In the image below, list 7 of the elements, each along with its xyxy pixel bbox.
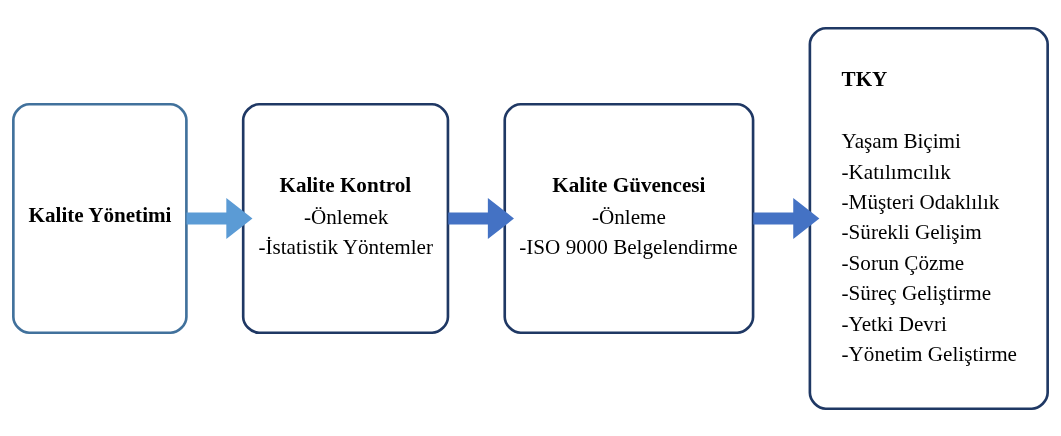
arrow xyxy=(448,197,514,239)
node-box: Kalite Kontrol -Önlemek -İstatistik Yöntemler xyxy=(241,102,450,334)
node-box: Kalite Yönetimi xyxy=(12,102,188,334)
arrow xyxy=(186,197,253,239)
arrow xyxy=(753,197,820,239)
node-box: TKY Yaşam Biçimi -Katılımcılık -Müşteri Odaklılık -Sürekli Gelişim -Sorun Çözme -Süreç Geliştirme -Yetki Devri -Yönetim Geliştirme xyxy=(808,26,1049,410)
node-box: Kalite Güvencesi -Önleme -ISO 9000 Belgelendirme xyxy=(503,102,755,334)
